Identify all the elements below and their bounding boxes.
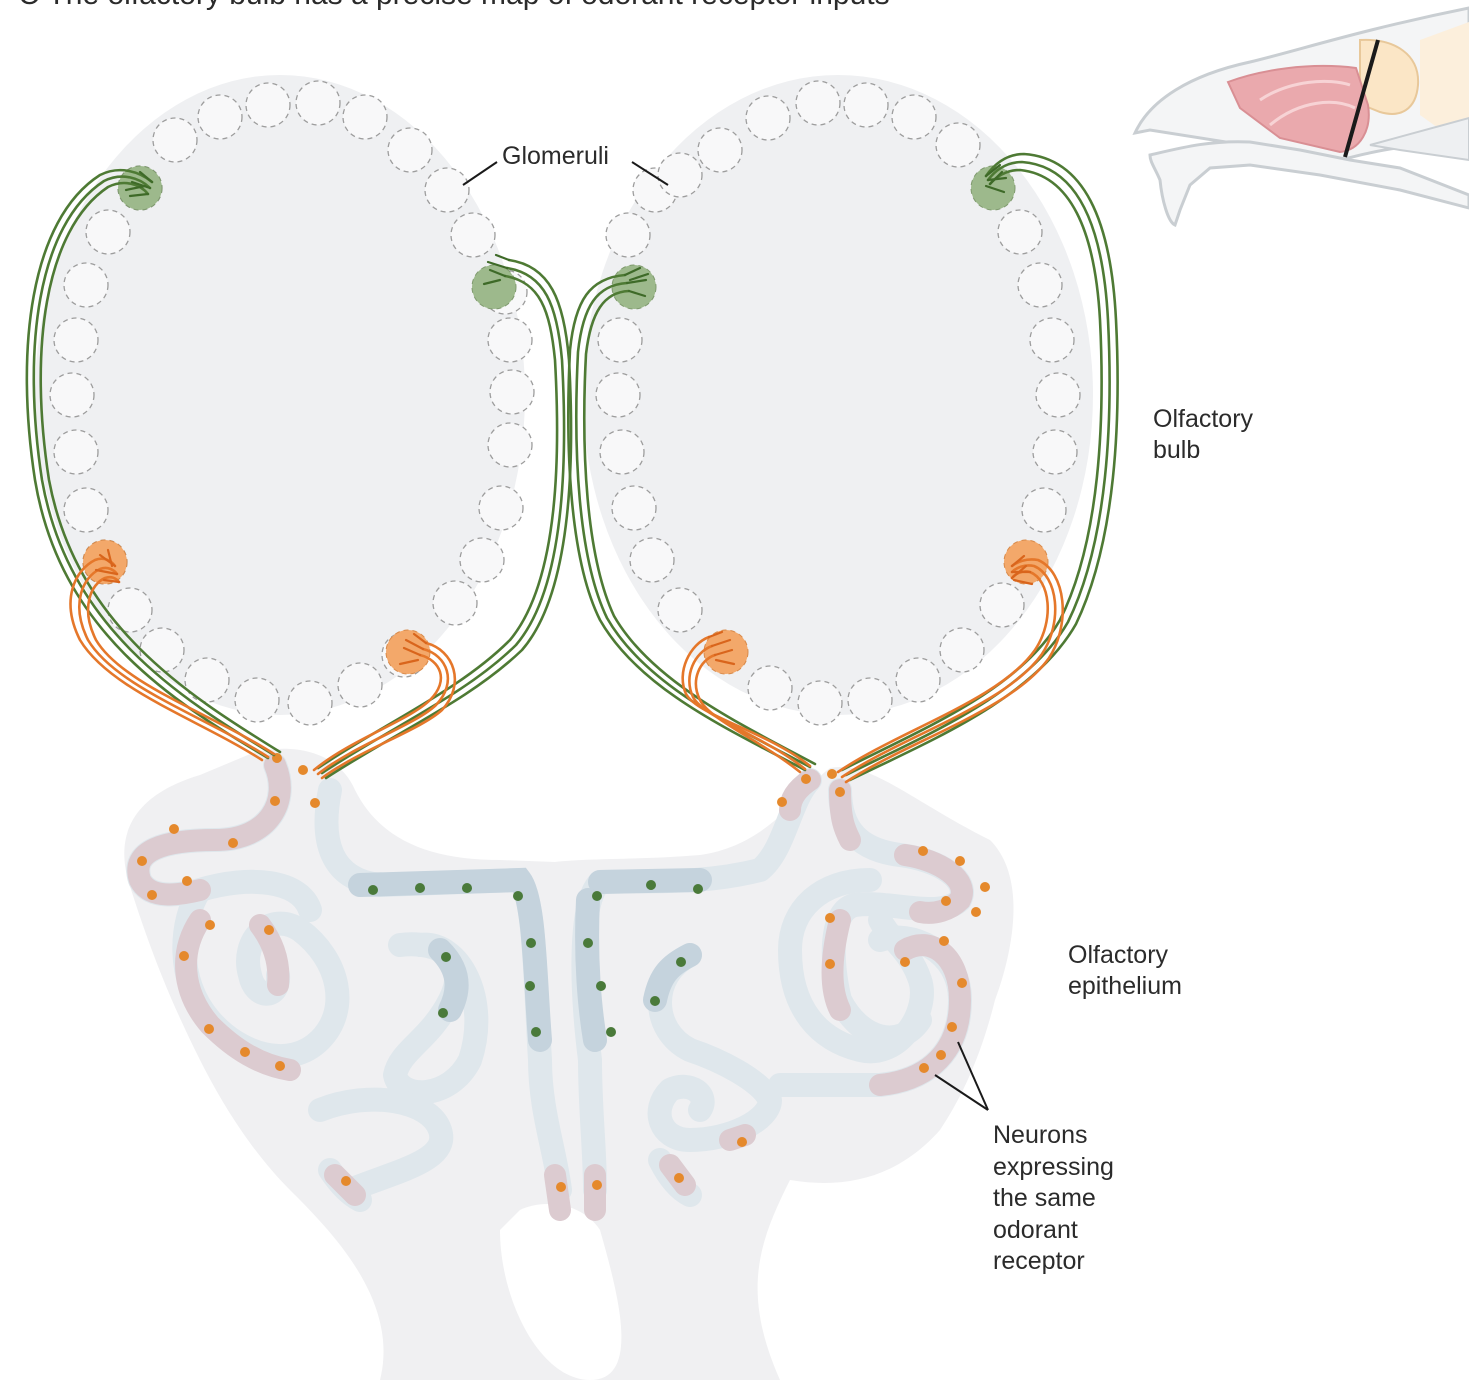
right-olfactory-bulb <box>583 75 1093 726</box>
orange-receptor-neurons <box>137 753 990 1192</box>
olfactory-epithelium-label-line1: Olfactory <box>1068 941 1169 969</box>
left-glomeruli-ring <box>49 80 535 726</box>
axon-projections <box>25 152 1119 784</box>
head-inset <box>1132 6 1469 228</box>
glomerulus-orange <box>385 629 431 675</box>
olfactory-bulb-label-line1: Olfactory <box>1153 405 1254 433</box>
neurons-label-line2: expressing <box>993 1153 1114 1181</box>
figure-title: C The olfactory bulb has a precise map o… <box>18 0 890 11</box>
neurons-label-line4: odorant <box>993 1216 1078 1244</box>
neurons-label-line3: the same <box>993 1184 1096 1212</box>
glomeruli-label: Glomeruli <box>502 142 609 170</box>
olfactory-epithelium <box>124 748 1014 1380</box>
callout-lines <box>462 161 989 1111</box>
section-line <box>1343 39 1380 158</box>
green-receptor-neurons <box>368 880 703 1037</box>
left-olfactory-bulb <box>35 75 535 726</box>
neurons-label-line5: receptor <box>993 1247 1085 1275</box>
olfactory-bulb-label-line2: bulb <box>1153 436 1200 464</box>
neurons-label-line1: Neurons <box>993 1121 1088 1149</box>
right-glomeruli-ring <box>595 80 1081 726</box>
olfactory-epithelium-label-line2: epithelium <box>1068 972 1182 1000</box>
